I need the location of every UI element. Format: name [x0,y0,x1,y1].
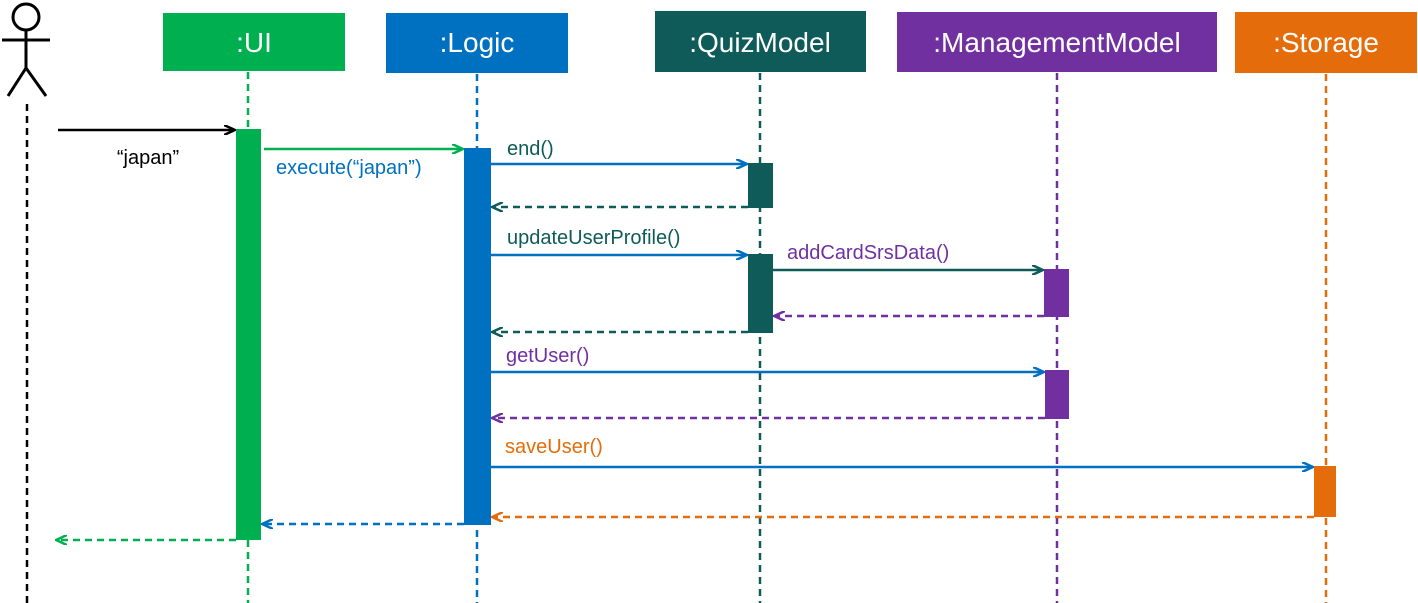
managementmodel-activation-addcard [1044,269,1069,317]
participant-ui: :UI [163,13,345,71]
message-add-card-srs-data-label: addCardSrsData() [787,242,949,264]
message-end-label: end() [507,138,554,160]
participant-managementmodel: :ManagementModel [897,12,1217,72]
participant-logic: :Logic [386,13,568,73]
ui-activation [236,129,261,540]
quizmodel-activation-update [748,254,773,333]
participant-storage-label: :Storage [1273,27,1379,58]
participant-logic-label: :Logic [440,27,515,58]
actor-icon [2,2,50,97]
quizmodel-activation-end [748,163,773,208]
participant-quizmodel-label: :QuizModel [689,27,831,58]
message-update-user-profile-label: updateUserProfile() [507,227,680,249]
storage-activation [1314,466,1336,517]
participant-quizmodel: :QuizModel [655,11,866,72]
message-execute-label: execute(“japan”) [276,157,422,179]
participant-ui-label: :UI [236,27,272,58]
message-user-input-label: “japan” [117,147,179,169]
participant-managementmodel-label: :ManagementModel [933,27,1180,58]
logic-activation [464,148,491,525]
message-save-user-label: saveUser() [505,436,603,458]
message-get-user-label: getUser() [506,345,589,367]
participant-storage: :Storage [1235,12,1417,73]
managementmodel-activation-getuser [1045,370,1069,419]
